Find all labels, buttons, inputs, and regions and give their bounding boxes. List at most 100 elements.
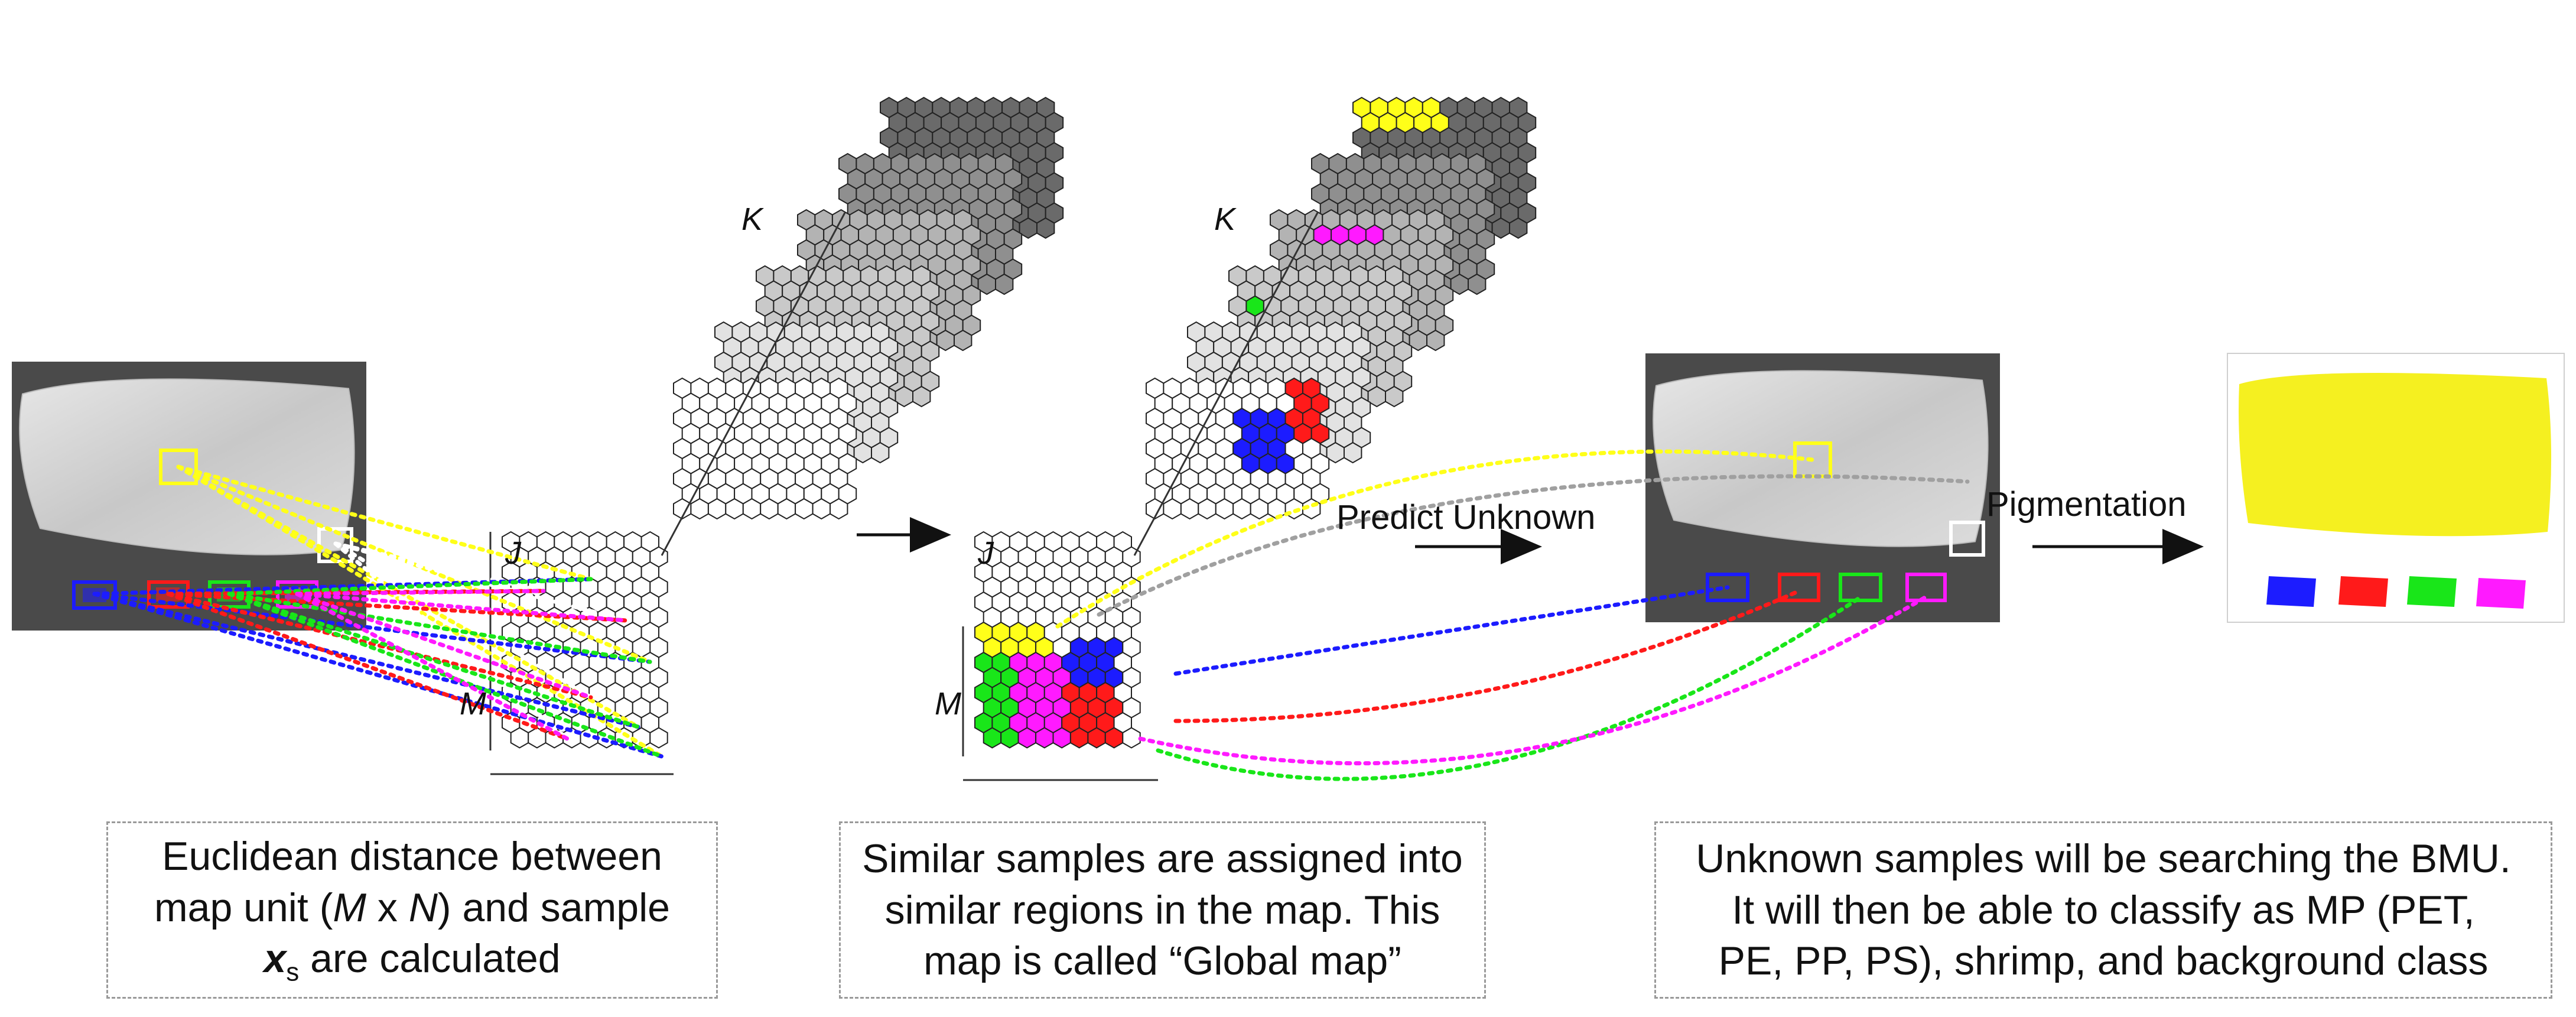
pigmentation-result <box>2227 353 2565 623</box>
pigment-pet <box>2266 576 2316 607</box>
roi-shrimp-box <box>159 449 198 485</box>
caption-right-line2: It will then be able to classify as MP (… <box>1732 887 2475 932</box>
distance-line <box>295 592 570 741</box>
distance-line <box>92 592 664 759</box>
unknown-background-box <box>1949 521 1985 557</box>
caption-left: Euclidean distance between map unit (M x… <box>106 821 718 999</box>
distance-line <box>295 589 546 596</box>
hex-cell <box>690 498 709 520</box>
caption-right: Unknown samples will be searching the BM… <box>1654 821 2552 999</box>
hex-cell <box>1122 727 1141 749</box>
distance-line <box>295 592 593 700</box>
k-label-mid: K <box>1214 202 1236 237</box>
som-stack-left-layer-1 <box>673 377 857 520</box>
hex-cell <box>742 498 762 520</box>
caption-middle-line3: map is called “Global map” <box>923 938 1401 984</box>
hex-cell <box>812 498 831 520</box>
hex-cell <box>983 727 1002 749</box>
hex-cell <box>1426 329 1445 352</box>
hex-cell <box>954 329 972 352</box>
caption-left-line3: xs are calculated <box>264 936 561 987</box>
j-label-left: J <box>505 535 521 571</box>
distance-line <box>166 592 629 623</box>
hex-cell <box>777 498 796 520</box>
hex-cell <box>1017 727 1037 749</box>
distance-line <box>227 592 640 729</box>
hex-cell <box>1180 498 1199 520</box>
hex-cell <box>1000 727 1019 749</box>
hex-cell <box>871 441 890 464</box>
caption-middle-line2: similar regions in the map. This <box>884 887 1440 932</box>
predict-unknown-label: Predict Unknown <box>1336 498 1596 537</box>
hex-cell <box>1385 385 1404 408</box>
hex-cell <box>830 498 848 520</box>
hex-cell <box>1069 727 1089 749</box>
hex-cell <box>1344 441 1362 464</box>
k-label-left: K <box>741 202 763 237</box>
hex-cell <box>1163 498 1182 520</box>
hex-cell <box>649 727 668 749</box>
distance-line <box>333 541 546 593</box>
hex-cell <box>912 385 931 408</box>
hex-cell <box>1232 498 1251 520</box>
hex-cell <box>1104 727 1124 749</box>
som-stack-mid-layer-1 <box>1146 377 1330 520</box>
map-link-pe <box>1173 589 1801 723</box>
caption-middle-line1: Similar samples are assigned into <box>862 836 1463 882</box>
distance-line <box>227 592 652 664</box>
distance-line <box>92 592 652 664</box>
distance-line <box>227 577 593 596</box>
hex-cell <box>1468 273 1487 295</box>
shrimp-sample <box>1653 370 1989 547</box>
distance-line <box>166 592 593 700</box>
map-link-shrimp <box>1055 449 1815 629</box>
hex-cell <box>995 273 1014 295</box>
shrimp-photo-input <box>12 362 366 631</box>
distance-line <box>176 464 593 581</box>
hex-cell <box>1509 217 1528 239</box>
hex-cell <box>1250 498 1269 520</box>
map-link-background <box>1097 474 1970 617</box>
caption-left-line1: Euclidean distance between <box>162 834 662 879</box>
hex-cell <box>510 727 529 749</box>
distance-line <box>92 592 640 729</box>
unknown-ps-box <box>1905 573 1947 602</box>
hex-cell <box>1198 498 1217 520</box>
caption-left-line2: map unit (M x N) and sample <box>154 885 670 930</box>
m-label-mid: M <box>935 686 961 722</box>
hex-cell <box>1036 217 1055 239</box>
hex-cell <box>795 498 814 520</box>
hex-cell <box>1035 727 1054 749</box>
pigment-ps <box>2476 578 2526 609</box>
pigment-pp <box>2407 576 2457 607</box>
distance-line <box>176 464 640 729</box>
global-map-front <box>974 531 1141 749</box>
distance-line <box>92 577 593 596</box>
k-bracket-left <box>661 212 846 556</box>
shrimp-sample <box>19 378 355 555</box>
hex-cell <box>1215 498 1234 520</box>
k-bracket-mid <box>1133 212 1319 556</box>
pigmented-shrimp <box>2239 373 2552 537</box>
hex-cell <box>707 498 727 520</box>
unknown-pet-box <box>1706 573 1749 602</box>
caption-middle: Similar samples are assigned into simila… <box>839 821 1486 999</box>
pigmentation-label: Pigmentation <box>1986 485 2187 524</box>
hex-cell <box>725 498 744 520</box>
som-stack-left <box>673 96 1064 520</box>
hex-cell <box>760 498 779 520</box>
map-link-ps <box>1138 594 1928 766</box>
j-label-mid: J <box>978 535 994 571</box>
som-stack-mid <box>1146 96 1537 520</box>
distance-line <box>176 464 664 759</box>
map-link-pp <box>1156 594 1863 781</box>
hex-cell <box>1087 727 1106 749</box>
unknown-pe-box <box>1778 573 1820 602</box>
distance-line <box>176 464 652 664</box>
distance-line <box>333 541 593 700</box>
unknown-pp-box <box>1839 573 1882 602</box>
caption-right-line3: PE, PP, PS), shrimp, and background clas… <box>1718 938 2489 984</box>
map-link-pet <box>1173 585 1730 676</box>
